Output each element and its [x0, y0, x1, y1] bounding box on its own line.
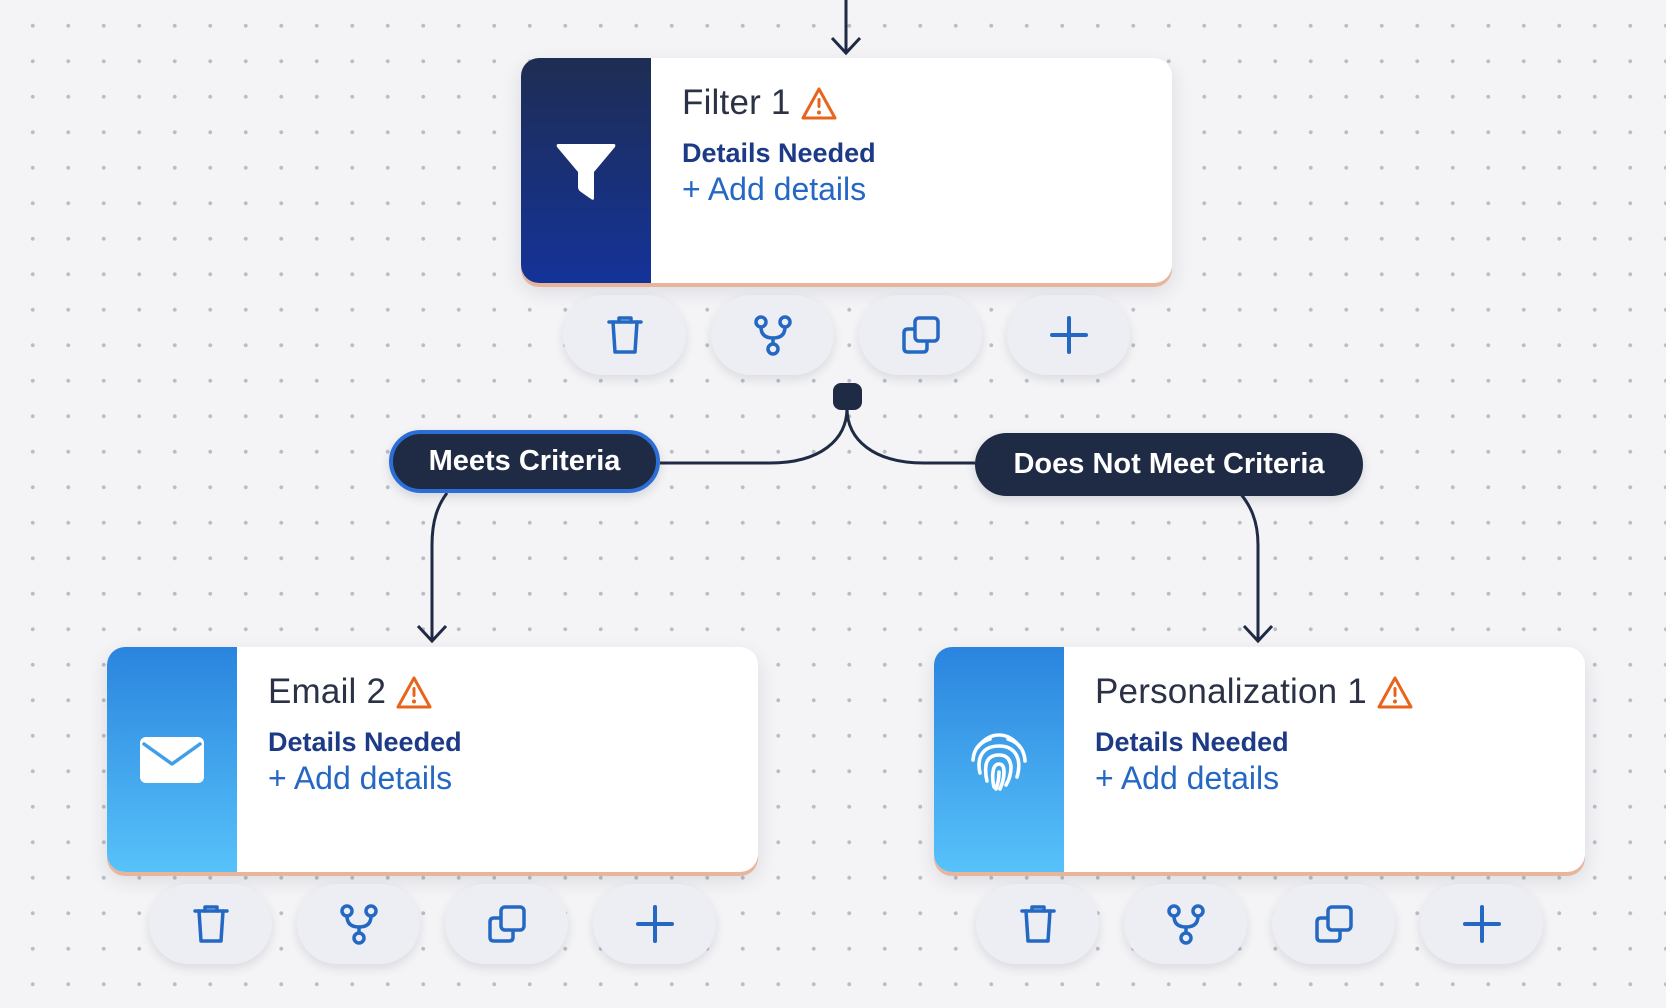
email-node-body: Email 2 Details Needed + Add details	[237, 647, 462, 872]
duplicate-button[interactable]	[445, 884, 568, 964]
warning-icon	[1377, 676, 1413, 708]
trash-icon	[1019, 905, 1056, 943]
branch-icon	[753, 315, 792, 356]
branch-junction-handle	[833, 383, 862, 410]
branch-button[interactable]	[711, 295, 834, 375]
meets-criteria-pill[interactable]: Meets Criteria	[389, 430, 660, 493]
details-needed-label: Details Needed	[682, 138, 876, 168]
warning-icon	[396, 676, 432, 708]
delete-button[interactable]	[563, 295, 686, 375]
not-meets-arrowhead	[1242, 624, 1274, 644]
trash-icon	[192, 905, 229, 943]
add-step-button[interactable]	[1420, 884, 1543, 964]
branch-button[interactable]	[297, 884, 420, 964]
add-details-link[interactable]: + Add details	[268, 760, 453, 796]
filter-node[interactable]: Filter 1 Details Needed + Add details	[521, 58, 1172, 283]
personalization-title-row: Personalization 1	[1095, 671, 1414, 713]
duplicate-icon	[901, 316, 940, 354]
add-step-button[interactable]	[1007, 295, 1130, 375]
personalization-icon-panel	[934, 647, 1064, 872]
email-node[interactable]: Email 2 Details Needed + Add details	[107, 647, 758, 872]
envelope-icon	[140, 736, 204, 783]
delete-button[interactable]	[976, 884, 1099, 964]
filter-icon	[556, 143, 616, 200]
email-toolbar	[149, 884, 716, 964]
branch-icon	[1166, 904, 1205, 945]
details-needed-label: Details Needed	[268, 727, 462, 757]
delete-button[interactable]	[149, 884, 272, 964]
filter-node-body: Filter 1 Details Needed + Add details	[651, 58, 876, 283]
personalization-node[interactable]: Personalization 1 Details Needed + Add d…	[934, 647, 1585, 872]
node-title: Personalization 1	[1095, 672, 1367, 711]
filter-icon-panel	[521, 58, 651, 283]
plus-icon	[1462, 905, 1501, 943]
meets-arrowhead	[416, 624, 448, 644]
duplicate-button[interactable]	[1272, 884, 1395, 964]
branch-button[interactable]	[1124, 884, 1247, 964]
warning-icon	[801, 87, 837, 119]
branch-icon	[339, 904, 378, 945]
personalization-node-body: Personalization 1 Details Needed + Add d…	[1064, 647, 1414, 872]
add-details-link[interactable]: + Add details	[682, 171, 867, 207]
filter-toolbar	[563, 295, 1130, 375]
fingerprint-icon	[971, 732, 1027, 791]
not-meets-down-connector	[1238, 492, 1260, 641]
details-needed-label: Details Needed	[1095, 727, 1289, 757]
duplicate-icon	[1314, 905, 1353, 943]
add-details-link[interactable]: + Add details	[1095, 760, 1280, 796]
duplicate-button[interactable]	[859, 295, 982, 375]
duplicate-icon	[487, 905, 526, 943]
email-icon-panel	[107, 647, 237, 872]
incoming-arrowhead	[830, 36, 862, 56]
node-title: Filter 1	[682, 83, 791, 122]
plus-icon	[635, 905, 674, 943]
filter-title-row: Filter 1	[682, 82, 876, 124]
personalization-toolbar	[976, 884, 1543, 964]
email-title-row: Email 2	[268, 671, 462, 713]
add-step-button[interactable]	[593, 884, 716, 964]
trash-icon	[606, 316, 643, 354]
node-title: Email 2	[268, 672, 387, 711]
meets-connector	[660, 407, 849, 465]
does-not-meet-criteria-pill[interactable]: Does Not Meet Criteria	[975, 433, 1363, 496]
not-meets-connector	[845, 407, 975, 465]
plus-icon	[1049, 316, 1088, 354]
meets-down-connector	[430, 492, 449, 641]
